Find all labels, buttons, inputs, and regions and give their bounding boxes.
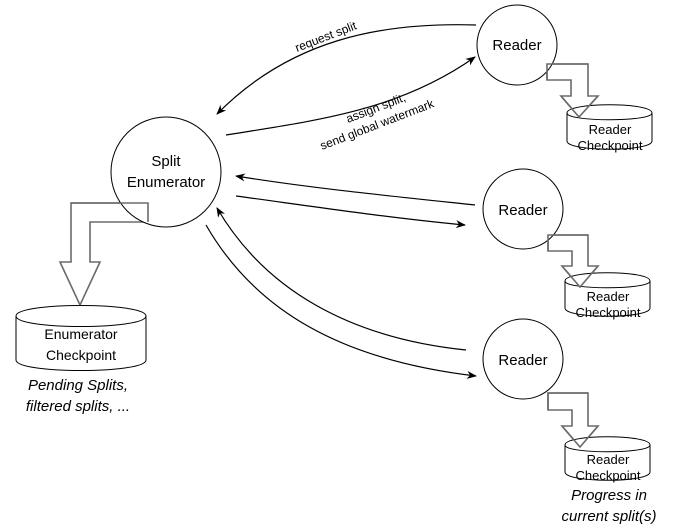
reader2-arrow-overlay <box>547 234 588 251</box>
edge-assign-split <box>225 56 476 136</box>
reader3-node[interactable]: Reader <box>482 318 564 400</box>
enumerator-state-note-line2: filtered splits, ... <box>26 398 130 415</box>
reader-state-note-line1: Progress in <box>571 487 647 504</box>
edge-reader3-to-enumerator <box>216 207 467 351</box>
reader2-checkpoint-label-line2: Checkpoint <box>575 305 640 320</box>
reader3-checkpoint-rim <box>564 444 651 453</box>
enumerator-checkpoint-cylinder-rim <box>15 315 147 327</box>
split-enumerator-circle <box>110 116 222 228</box>
reader1-checkpoint-store[interactable]: Reader Checkpoint <box>560 95 653 153</box>
reader2-checkpoint-rim <box>564 280 651 289</box>
enumerator-checkpoint-store[interactable]: Enumerator Checkpoint <box>15 305 147 371</box>
reader-state-note-line2: current split(s) <box>561 508 656 525</box>
reader1-checkpoint-rim <box>566 112 653 121</box>
reader3-checkpoint-label-line2: Checkpoint <box>575 468 640 483</box>
edge-request-split <box>216 24 477 115</box>
reader1-checkpoint-label-line2: Checkpoint <box>577 138 642 153</box>
reader1-arrow-overlay <box>546 63 588 80</box>
edge-enumerator-to-reader3 <box>205 224 477 379</box>
split-enumerator-label-line1: Split <box>151 153 181 170</box>
reader2-arrow-tip <box>561 265 599 289</box>
reader2-label: Reader <box>498 202 547 219</box>
reader2-checkpoint-store[interactable]: Reader Checkpoint <box>561 265 651 320</box>
reader3-circle <box>482 318 564 400</box>
reader2-checkpoint-cylinder <box>564 272 651 317</box>
enumerator-checkpoint-arrow-head-cap <box>71 202 149 222</box>
reader1-label: Reader <box>492 37 541 54</box>
split-enumerator-label-line2: Enumerator <box>127 174 205 191</box>
reader3-arrow-tip <box>561 425 599 449</box>
reader3-checkpoint-label-line1: Reader <box>587 452 630 467</box>
edge-enumerator-to-reader2 <box>235 195 466 229</box>
reader1-checkpoint-label-line1: Reader <box>589 122 632 137</box>
enumerator-checkpoint-label-line1: Enumerator <box>44 326 117 342</box>
enumerator-checkpoint-arrow <box>58 202 149 307</box>
enumerator-checkpoint-cylinder <box>15 305 147 371</box>
reader2-circle <box>482 168 564 250</box>
reader3-label: Reader <box>498 352 547 369</box>
reader3-arrow-overlay <box>547 392 588 410</box>
split-enumerator-node[interactable]: Split Enumerator <box>110 116 222 228</box>
reader1-circle <box>476 4 558 86</box>
enumerator-state-note-line1: Pending Splits, <box>28 377 128 394</box>
edge-reader2-to-enumerator <box>235 173 476 206</box>
reader3-checkpoint-store[interactable]: Reader Checkpoint <box>561 425 651 483</box>
reader2-node[interactable]: Reader <box>482 168 564 250</box>
edge-label-request-split: request split <box>293 18 359 54</box>
reader1-node[interactable]: Reader <box>476 4 558 86</box>
reader1-arrow-tip <box>560 95 599 119</box>
reader2-checkpoint-label-line1: Reader <box>587 289 630 304</box>
enumerator-checkpoint-label-line2: Checkpoint <box>46 347 116 363</box>
